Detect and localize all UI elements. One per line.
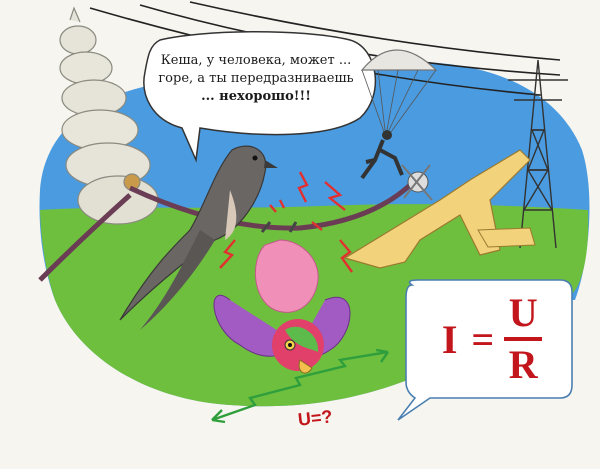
swallow-bird bbox=[119, 145, 278, 330]
ohms-law-formula: I = U R bbox=[423, 287, 561, 391]
speech-bubble bbox=[143, 31, 377, 163]
speech-text: Кеша, у человека, может ... горе, а ты п… bbox=[150, 52, 362, 106]
parrot-kesha bbox=[213, 221, 351, 374]
speech-line-3: ... нехорошо!!! bbox=[201, 89, 311, 104]
voltage-question-label: U=? bbox=[296, 406, 334, 430]
electric-pylon bbox=[508, 59, 568, 249]
formula-callout bbox=[397, 279, 573, 421]
insulator-stack bbox=[59, 6, 159, 225]
parachutist bbox=[360, 49, 438, 180]
airplane bbox=[343, 149, 536, 269]
formula-lhs: I = bbox=[441, 316, 497, 362]
fraction-bar bbox=[504, 337, 543, 341]
formula-denominator: R bbox=[508, 342, 538, 387]
speech-line-2: горе, а ты передразниваешь bbox=[158, 71, 354, 86]
bird-wire bbox=[38, 173, 422, 282]
formula-numerator: U bbox=[508, 290, 538, 335]
formula-fraction: U R bbox=[504, 290, 543, 387]
voltage-arrow bbox=[211, 348, 389, 424]
speech-line-1: Кеша, у человека, может ... bbox=[160, 53, 352, 68]
electric-sparks bbox=[219, 171, 353, 273]
